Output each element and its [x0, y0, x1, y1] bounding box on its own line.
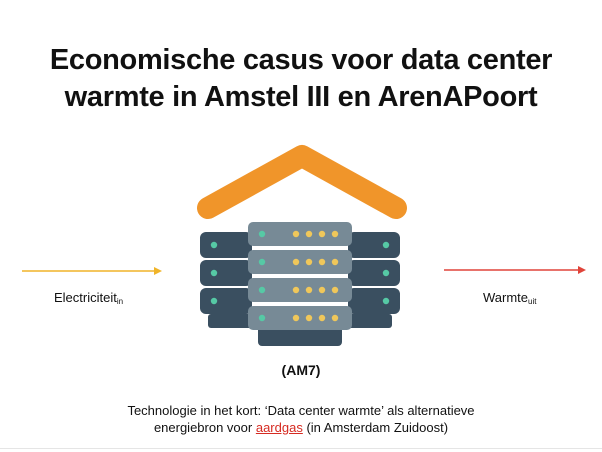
roof-icon [197, 145, 407, 219]
server-rack-icon [200, 222, 400, 346]
footer-line-1: Technologie in het kort: ‘Data center wa… [127, 403, 475, 418]
footer-line-2-start: energiebron voor [153, 420, 256, 435]
input-label-text: Electriciteit [54, 290, 117, 305]
footer-line-2: energiebron voor aardgas (in Amsterdam Z… [60, 419, 542, 436]
input-label-sub: in [116, 297, 124, 306]
output-label: Warmteuit [483, 290, 536, 306]
footer-line-2-end: (in Amsterdam Zuidoost) [302, 420, 449, 435]
input-arrow-icon [22, 267, 162, 275]
bottom-divider [0, 448, 602, 449]
footer-text: Technologie in het kort: ‘Data center wa… [60, 402, 542, 436]
input-label: Electriciteitin [54, 290, 123, 306]
output-label-sub: uit [528, 297, 537, 306]
output-arrow-icon [444, 266, 586, 274]
slide-title: Economische casus voor data center warmt… [20, 42, 582, 116]
output-label-text: Warmte [483, 290, 529, 305]
title-line-1: Economische casus voor data center [49, 44, 553, 76]
aardgas-link[interactable]: aardgas [255, 420, 303, 435]
title-line-2: warmte in Amstel III en ArenAPoort [64, 81, 538, 113]
server-caption: (AM7) [281, 362, 321, 378]
